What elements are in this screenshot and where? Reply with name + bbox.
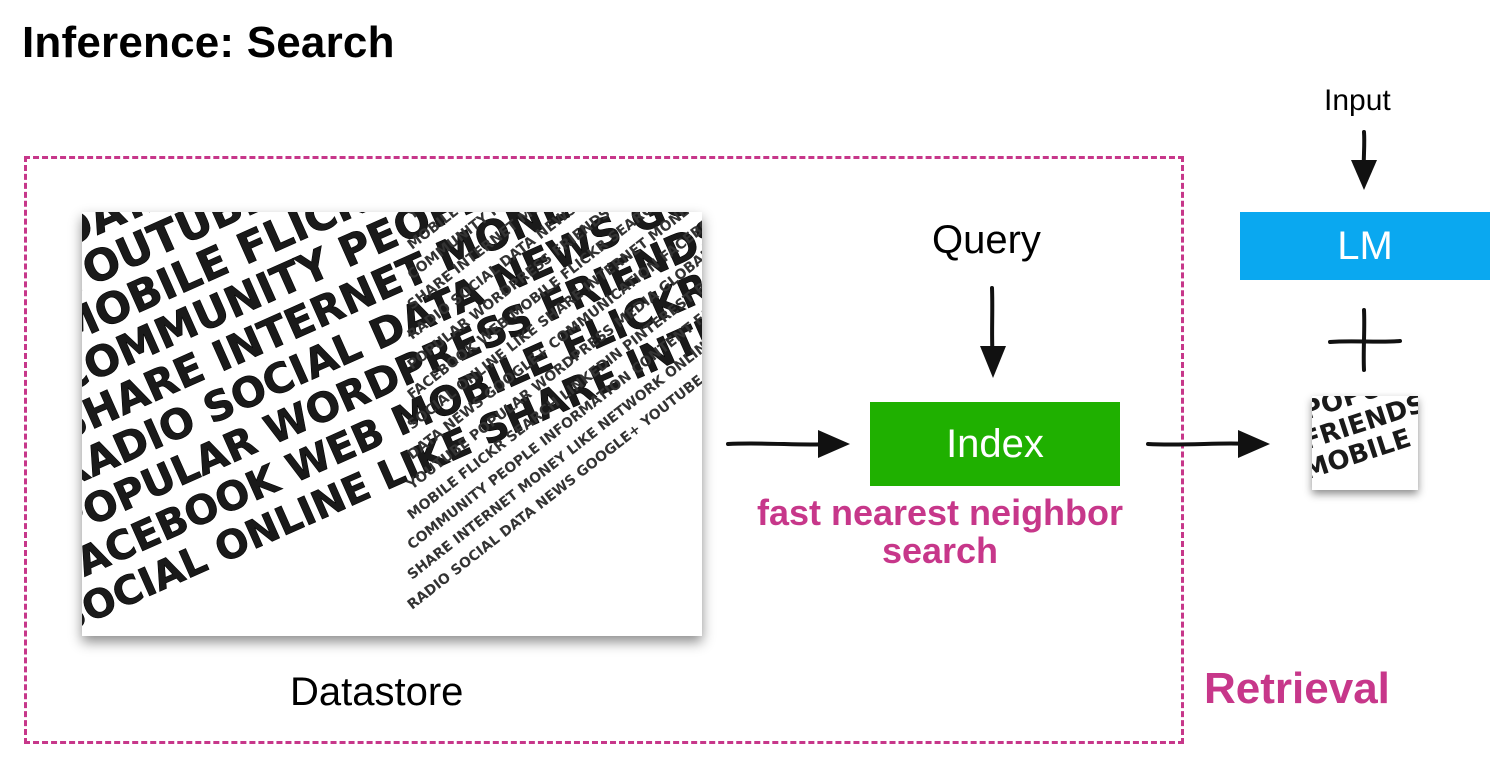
search-caption-line-1: fast nearest neighbor (756, 492, 1124, 533)
query-label: Query (932, 218, 1041, 262)
word-cloud-rows: DATA NEWS GOOGLE+ COMMUNICATION FACEBOOK… (82, 212, 702, 636)
datastore-to-index-arrow (726, 430, 850, 458)
retrieval-label: Retrieval (1204, 664, 1390, 713)
search-caption-line-2: search (881, 530, 999, 571)
retrieval-boundary (24, 156, 1184, 744)
input-to-lm-arrow (1351, 130, 1377, 190)
datastore-label: Datastore (290, 670, 464, 714)
retrieved-document-thumbnail: POPULARFRIENDSMOBILE (1312, 396, 1418, 490)
index-to-result-arrow (1146, 430, 1270, 458)
plus-icon (1328, 308, 1402, 372)
thumbnail-graphic: POPULARFRIENDSMOBILE (1312, 396, 1418, 487)
thumbnail-rows: POPULARFRIENDSMOBILE (1312, 396, 1418, 487)
word-cloud-graphic: DATA NEWS GOOGLE+ COMMUNICATION FACEBOOK… (82, 212, 702, 636)
search-caption: fast nearest neighbor search (738, 494, 1142, 570)
input-label: Input (1324, 84, 1391, 117)
slide-title: Inference: Search (22, 18, 395, 67)
index-box: Index (870, 402, 1120, 486)
query-to-index-arrow (980, 286, 1006, 378)
lm-box: LM (1240, 212, 1490, 280)
datastore-image: DATA NEWS GOOGLE+ COMMUNICATION FACEBOOK… (82, 212, 702, 636)
